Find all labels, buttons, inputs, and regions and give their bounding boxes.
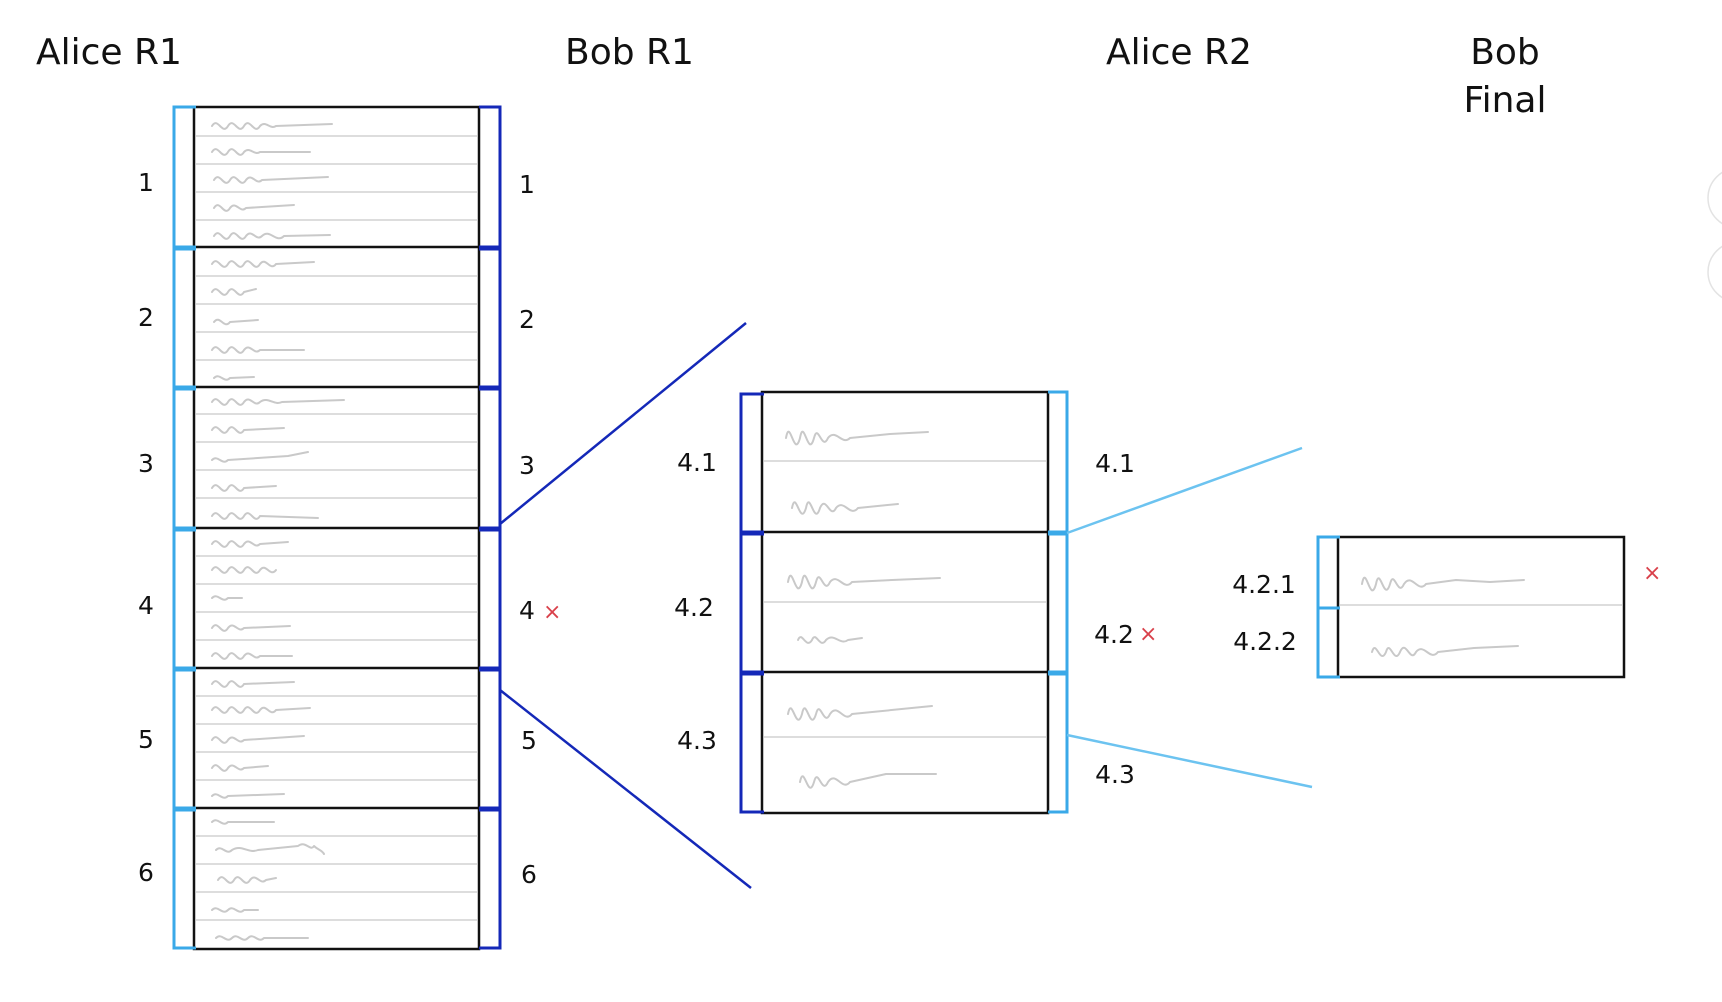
round1-alice-labels: 1 2 3 4 5 6 <box>138 168 154 887</box>
segment-label: 4.3 <box>677 726 717 755</box>
reject-mark: × <box>543 600 561 625</box>
segment-label: 3 <box>138 449 154 478</box>
segment-label: 4.1 <box>1095 449 1135 478</box>
title-alice-r1: Alice R1 <box>36 32 182 73</box>
round2-bob-labels: 4.1 4.2 4.3 <box>674 448 717 755</box>
zoom-lines-round2 <box>1066 446 1313 789</box>
edge-button[interactable] <box>1707 242 1722 302</box>
round2-alice-labels: 4.1 4.2 4.3 <box>1094 449 1135 789</box>
title-bob-r1: Bob R1 <box>565 32 694 73</box>
segment-label: 4 <box>519 596 535 625</box>
round1-alice-brackets <box>172 105 196 950</box>
segment-label: 4.2 <box>1094 620 1134 649</box>
segment-label: 6 <box>138 858 154 887</box>
title-bob-final-line1: Bob <box>1470 32 1540 73</box>
round2-document <box>760 390 1050 815</box>
segment-label: 3 <box>519 451 535 480</box>
edge-controls[interactable] <box>1707 168 1722 302</box>
round1-scribbles <box>211 122 345 941</box>
round1-document <box>192 105 481 951</box>
segment-label: 2 <box>519 305 535 334</box>
round2-alice-brackets <box>1048 390 1069 814</box>
segment-label: 4.3 <box>1095 760 1135 789</box>
final-labels: 4.2.1 4.2.2 <box>1232 570 1297 656</box>
segment-label: 5 <box>521 726 537 755</box>
round1-bob-brackets <box>479 105 502 950</box>
segment-label: 4.2.1 <box>1232 570 1296 599</box>
segment-label: 4.2 <box>674 593 714 622</box>
segment-label: 4.2.2 <box>1233 627 1297 656</box>
title-bob-final-line2: Final <box>1464 80 1547 121</box>
reject-mark: × <box>1643 561 1661 586</box>
final-document <box>1336 535 1626 679</box>
segment-label: 2 <box>138 303 154 332</box>
segment-label: 1 <box>138 168 154 197</box>
segment-label: 4.1 <box>677 448 717 477</box>
final-brackets <box>1316 535 1340 679</box>
segment-label: 4 <box>138 591 154 620</box>
round2-bob-brackets <box>739 392 764 814</box>
title-alice-r2: Alice R2 <box>1106 32 1252 73</box>
round2-scribbles <box>785 430 941 789</box>
edge-button[interactable] <box>1707 168 1722 228</box>
round2-segment-dividers <box>762 530 1048 674</box>
round1-text-lines <box>196 135 477 921</box>
segment-label: 1 <box>519 170 535 199</box>
round2-document-outline <box>760 390 1050 815</box>
round1-segment-dividers <box>194 245 479 810</box>
segment-label: 5 <box>138 725 154 754</box>
round2-text-lines <box>764 460 1046 738</box>
segment-label: 6 <box>521 860 537 889</box>
zoom-lines-round1 <box>499 322 752 889</box>
round1-bob-labels: 1 2 3 4 5 6 <box>519 170 537 889</box>
reject-mark: × <box>1139 622 1157 647</box>
